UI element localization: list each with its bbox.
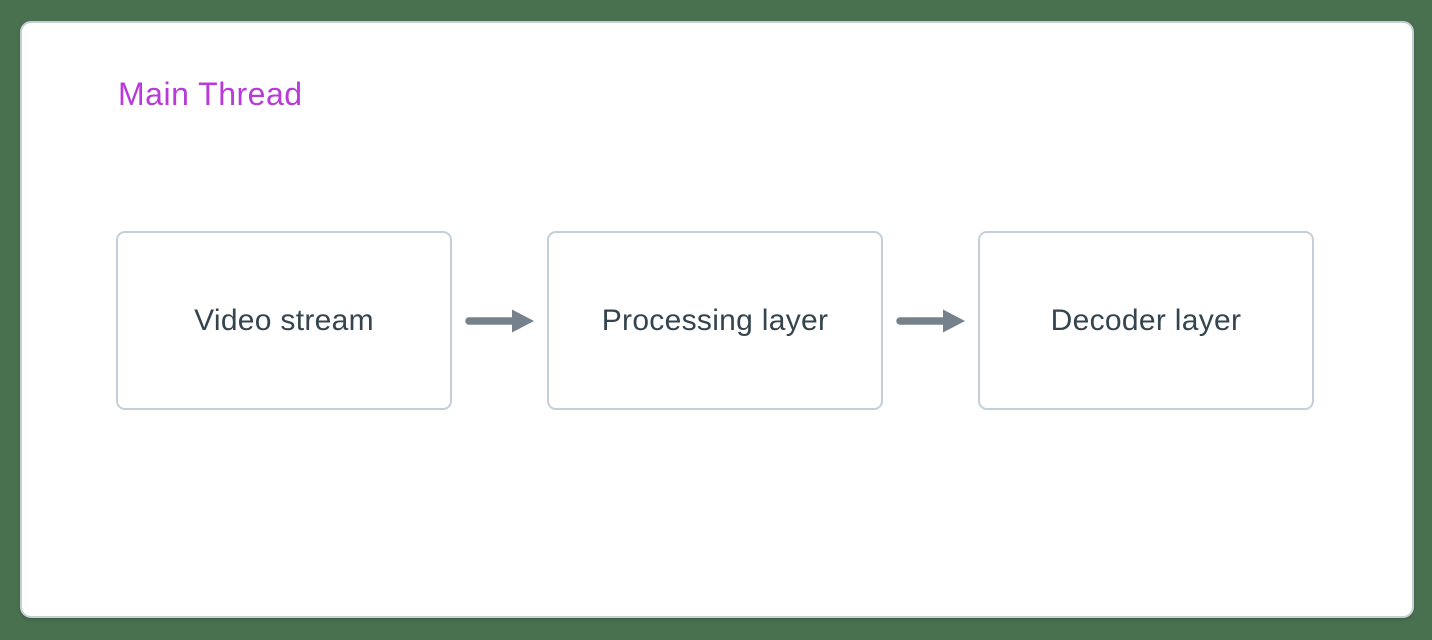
- main-thread-panel: Main Thread Video stream Processing laye…: [20, 21, 1414, 618]
- flow-arrow-2: [883, 306, 978, 336]
- node-label: Decoder layer: [1050, 303, 1242, 337]
- node-label: Processing layer: [601, 303, 829, 337]
- node-processing-layer: Processing layer: [547, 231, 883, 410]
- diagram-title: Main Thread: [118, 76, 303, 112]
- flow-arrow-1: [452, 306, 547, 336]
- node-decoder-layer: Decoder layer: [978, 231, 1314, 410]
- node-video-stream: Video stream: [116, 231, 452, 410]
- right-arrow-icon: [464, 309, 534, 332]
- node-label: Video stream: [194, 303, 374, 337]
- flow-row: Video stream Processing layer Decoder la…: [116, 231, 1314, 410]
- right-arrow-icon: [895, 309, 965, 332]
